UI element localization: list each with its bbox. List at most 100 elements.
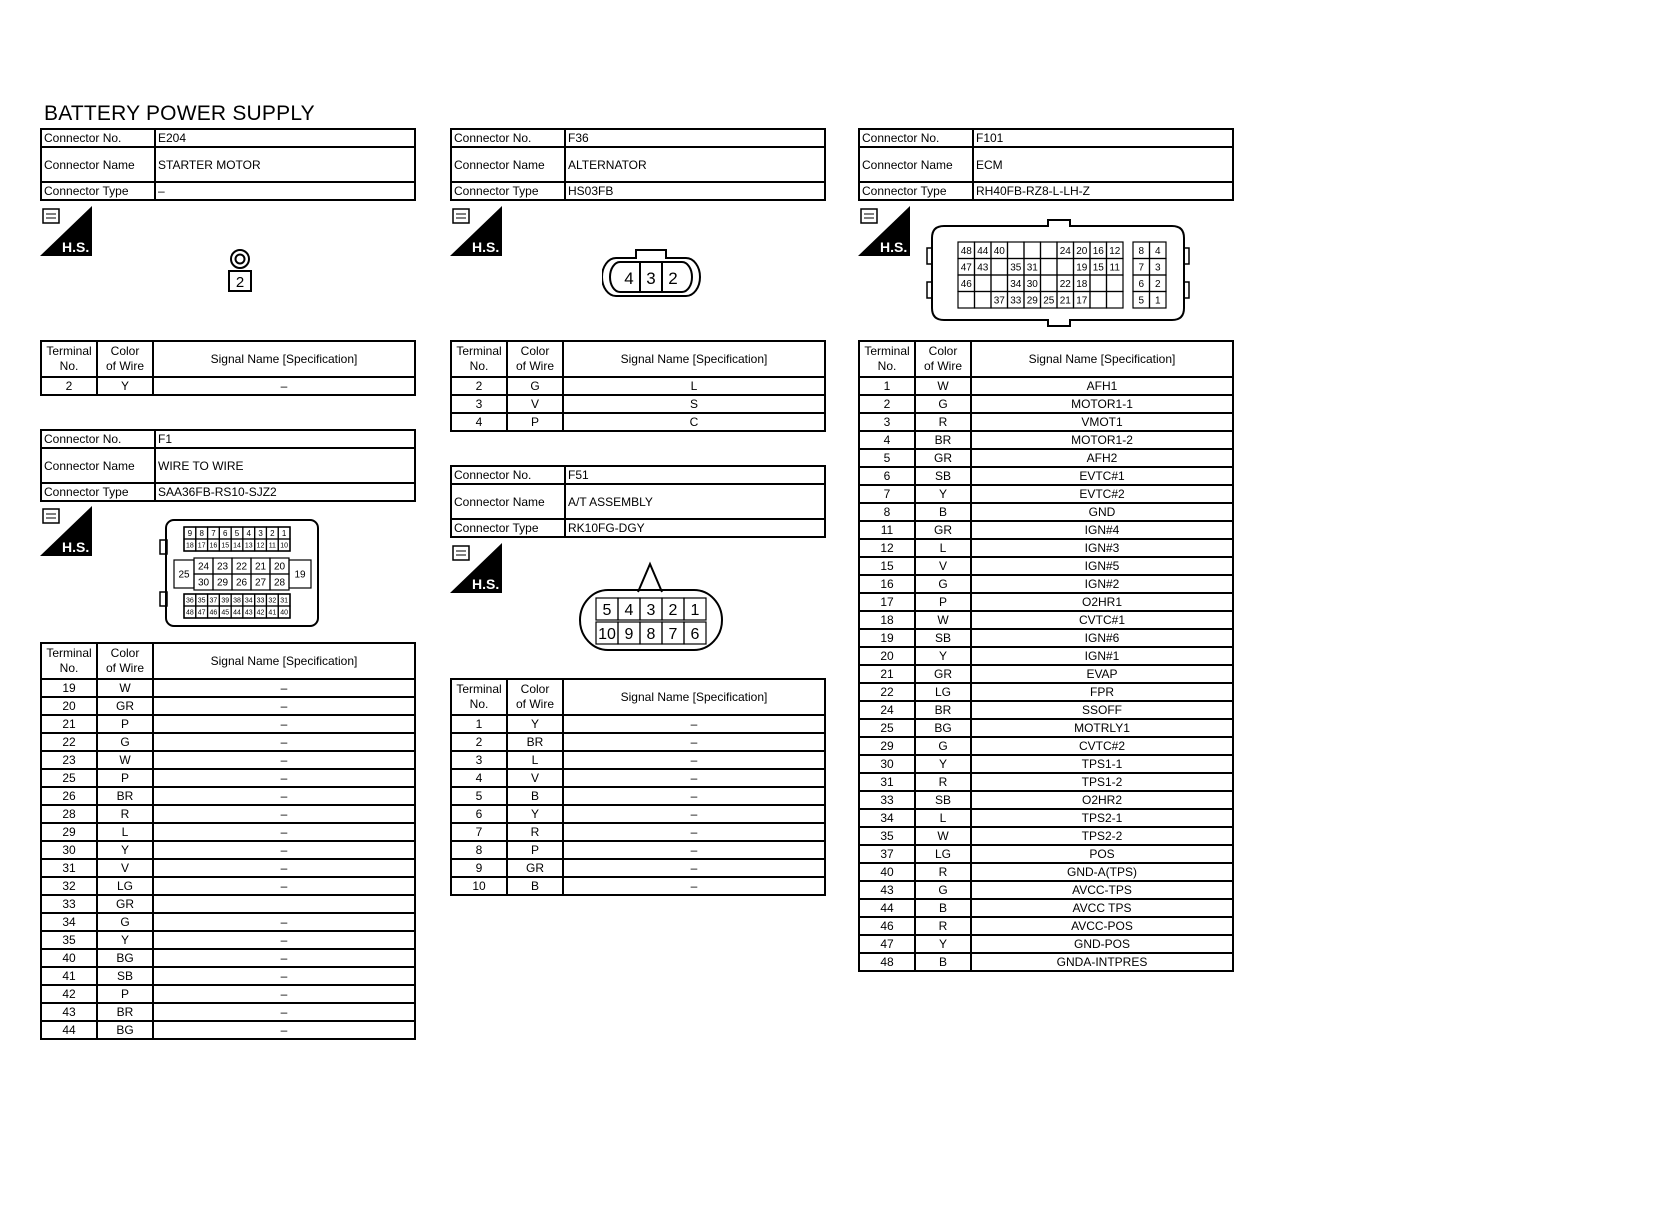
pin-label: 46 xyxy=(961,279,973,290)
pin-label: 39 xyxy=(221,598,229,605)
signal-name-cell: – xyxy=(152,930,416,950)
signal-name-cell: MOTOR1-2 xyxy=(970,430,1234,450)
signal-name-header: Signal Name [Specification] xyxy=(970,340,1234,378)
pin-label: 12 xyxy=(1109,246,1121,257)
signal-name-cell: IGN#4 xyxy=(970,520,1234,540)
signal-name-cell: – xyxy=(152,804,416,824)
connector-no-label: Connector No. xyxy=(450,128,566,148)
pin-label: 7 xyxy=(1138,262,1144,273)
pin-cell xyxy=(1039,257,1058,276)
wire-color-cell: R xyxy=(914,916,972,936)
terminal-no-cell: 10 xyxy=(450,876,508,896)
wire-color-cell: G xyxy=(914,574,972,594)
pin-label: 29 xyxy=(217,578,229,589)
terminal-no-cell: 19 xyxy=(40,678,98,698)
pin-label: 2 xyxy=(1155,279,1161,290)
wire-color-cell: R xyxy=(914,862,972,882)
pin-label: 16 xyxy=(210,543,218,550)
pin-label: 37 xyxy=(994,295,1006,306)
connector-no-label: Connector No. xyxy=(450,465,566,485)
pin-cell xyxy=(1023,241,1042,260)
signal-name-cell: GNDA-INTPRES xyxy=(970,952,1234,972)
pin-label: 47 xyxy=(961,262,973,273)
signal-name-header: Signal Name [Specification] xyxy=(562,340,826,378)
terminal-no-cell: 35 xyxy=(40,930,98,950)
pin-label: 23 xyxy=(217,562,229,573)
terminal-no-cell: 18 xyxy=(858,610,916,630)
pin-label: 5 xyxy=(235,529,240,538)
terminal-no-cell: 33 xyxy=(40,894,98,914)
terminal-no-cell: 48 xyxy=(858,952,916,972)
signal-name-cell: GND-A(TPS) xyxy=(970,862,1234,882)
wire-color-cell: P xyxy=(96,984,154,1004)
connector-name-value: WIRE TO WIRE xyxy=(154,447,416,484)
signal-name-cell: C xyxy=(562,412,826,432)
pin-label: 24 xyxy=(198,562,210,573)
terminal-no-cell: 2 xyxy=(450,732,508,752)
pin-label: 41 xyxy=(268,610,276,617)
terminal-no-cell: 29 xyxy=(40,822,98,842)
hs-icon: H.S. xyxy=(450,543,502,593)
terminal-no-cell: 12 xyxy=(858,538,916,558)
connector-no-value: F51 xyxy=(564,465,826,485)
terminal-no-cell: 15 xyxy=(858,556,916,576)
wire-color-cell: P xyxy=(96,768,154,788)
connector-type-value: – xyxy=(154,181,416,201)
signal-name-cell: TPS1-2 xyxy=(970,772,1234,792)
pin-label: 1 xyxy=(691,602,700,619)
wire-color-cell: B xyxy=(914,952,972,972)
signal-name-cell: EVTC#1 xyxy=(970,466,1234,486)
pin-label: 3 xyxy=(647,602,656,619)
pin-label: 19 xyxy=(1076,262,1088,273)
signal-name-cell: O2HR1 xyxy=(970,592,1234,612)
wire-color-cell: B xyxy=(506,876,564,896)
wire-color-cell: Y xyxy=(96,376,154,396)
pin-cell xyxy=(1105,274,1124,293)
pin-label: 26 xyxy=(236,578,248,589)
wire-color-cell: Y xyxy=(506,714,564,734)
pin-cell xyxy=(1105,290,1124,309)
pin-label: 8 xyxy=(647,626,656,643)
terminal-no-cell: 22 xyxy=(858,682,916,702)
signal-name-cell: AVCC-POS xyxy=(970,916,1234,936)
connector-name-label: Connector Name xyxy=(450,146,566,183)
pin-label: 15 xyxy=(1093,262,1105,273)
pin-label: 2 xyxy=(236,274,244,291)
signal-name-cell: AVCC-TPS xyxy=(970,880,1234,900)
wire-color-cell: Y xyxy=(914,646,972,666)
pin-label: 34 xyxy=(1010,279,1022,290)
pin-label: 15 xyxy=(221,543,229,550)
wire-color-cell: Y xyxy=(914,934,972,954)
wire-color-cell: L xyxy=(914,538,972,558)
pin-label: 5 xyxy=(1138,295,1144,306)
connector-name-label: Connector Name xyxy=(450,483,566,520)
signal-name-cell: O2HR2 xyxy=(970,790,1234,810)
pin-label: 22 xyxy=(1060,279,1072,290)
terminal-no-cell: 25 xyxy=(40,768,98,788)
wire-color-cell: G xyxy=(914,736,972,756)
pin-label: 43 xyxy=(245,610,253,617)
terminal-no-cell: 34 xyxy=(40,912,98,932)
terminal-no-cell: 43 xyxy=(40,1002,98,1022)
connector-no-label: Connector No. xyxy=(858,128,974,148)
wire-color-cell: B xyxy=(914,898,972,918)
